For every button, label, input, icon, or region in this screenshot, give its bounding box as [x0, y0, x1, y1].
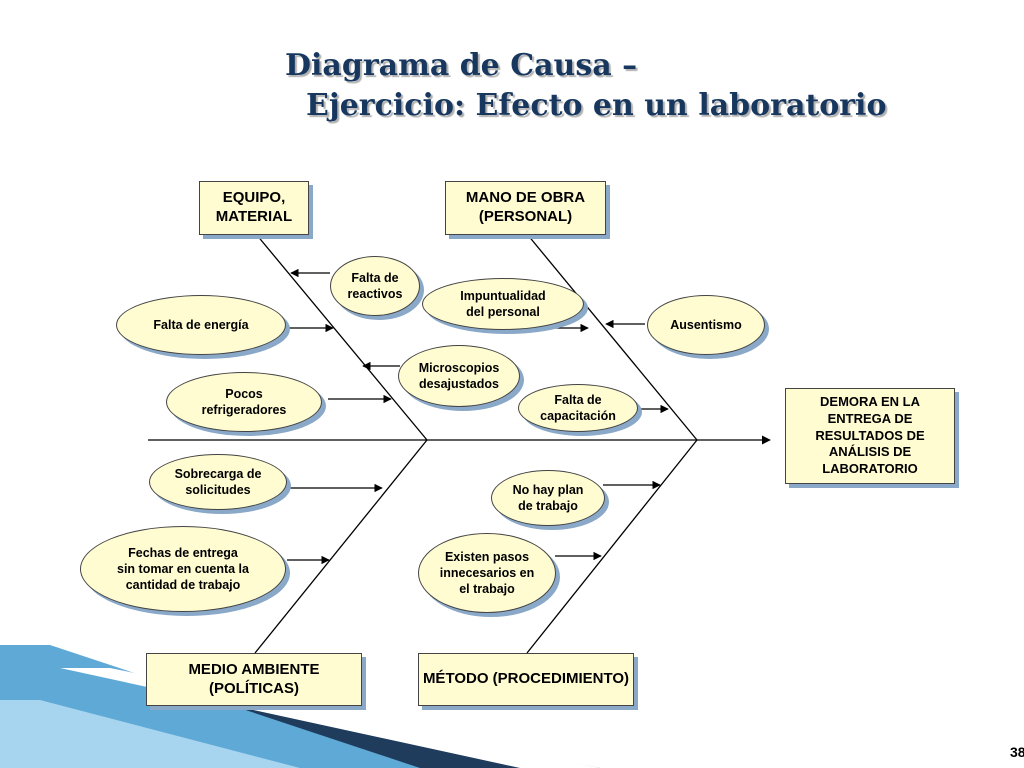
cause-sobrecarga: Sobrecarga de solicitudes: [149, 454, 287, 510]
bone-metodo: [526, 439, 698, 654]
category-equipo-box: EQUIPO, MATERIAL: [199, 181, 309, 235]
cause-falta-reactivos: Falta de reactivos: [330, 256, 420, 316]
title-line-1: Diagrama de Causa –: [285, 48, 638, 83]
cause-no-plan: No hay plan de trabajo: [491, 470, 605, 526]
category-medio-ambiente-box: MEDIO AMBIENTE (POLÍTICAS): [146, 653, 362, 706]
title-line-2: Ejercicio: Efecto en un laboratorio: [306, 88, 887, 123]
corner-decoration-light: [0, 700, 300, 768]
bone-medio: [254, 439, 428, 654]
effect-box: DEMORA EN LA ENTREGA DE RESULTADOS DE AN…: [785, 388, 955, 484]
cause-falta-energia: Falta de energía: [116, 295, 286, 355]
category-mano-obra-box: MANO DE OBRA (PERSONAL): [445, 181, 606, 235]
cause-ausentismo: Ausentismo: [647, 295, 765, 355]
page-number: 38: [1010, 744, 1024, 760]
bone-equipo: [255, 233, 428, 441]
cause-impuntualidad: Impuntualidad del personal: [422, 278, 584, 330]
cause-pasos-innecesarios: Existen pasos innecesarios en el trabajo: [418, 533, 556, 613]
cause-falta-capacitacion: Falta de capacitación: [518, 384, 638, 432]
category-metodo-box: MÉTODO (PROCEDIMIENTO): [418, 653, 634, 706]
cause-fechas-entrega: Fechas de entrega sin tomar en cuenta la…: [80, 526, 286, 612]
cause-microscopios: Microscopios desajustados: [398, 345, 520, 407]
cause-pocos-refrigeradores: Pocos refrigeradores: [166, 372, 322, 432]
